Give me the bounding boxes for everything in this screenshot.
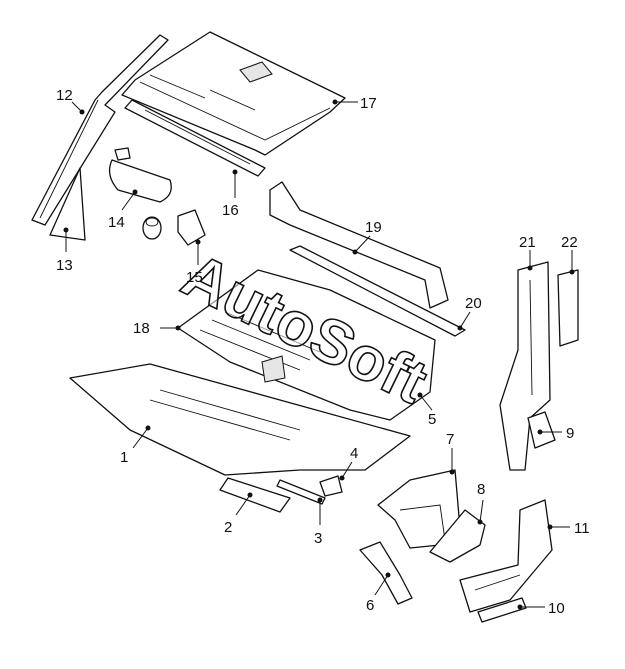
callout-5: 5 [428, 411, 436, 428]
part-trim-strip [477, 597, 527, 623]
callout-22: 22 [561, 234, 578, 251]
callout-3: 3 [314, 530, 322, 547]
callout-17: 17 [360, 95, 377, 112]
callout-20: 20 [465, 295, 482, 312]
callout-21: 21 [519, 234, 536, 251]
leader-lines [63, 99, 575, 610]
part-side-panel [49, 167, 86, 241]
callout-6: 6 [366, 597, 374, 614]
part-sun-visor [108, 147, 172, 203]
part-vertical-member [499, 261, 551, 471]
part-roof-panel [121, 31, 346, 156]
part-roof-bow [124, 99, 266, 177]
part-knob [142, 216, 162, 240]
part-load-floor [69, 363, 411, 476]
part-bracket-small [219, 475, 343, 513]
callout-2: 2 [224, 519, 232, 536]
part-small-bracket [359, 541, 413, 605]
callout-7: 7 [446, 431, 454, 448]
callout-10: 10 [548, 600, 565, 617]
callout-11: 11 [574, 520, 590, 537]
part-clip [177, 209, 206, 246]
callout-13: 13 [56, 257, 73, 274]
part-floor-panel [177, 269, 436, 421]
part-side-strip [557, 269, 579, 347]
callout-4: 4 [350, 445, 358, 462]
callout-labels: 1 2 3 4 5 6 7 8 9 10 11 12 13 14 15 16 1… [56, 87, 590, 617]
callout-1: 1 [120, 449, 128, 466]
callout-8: 8 [477, 481, 485, 498]
callout-16: 16 [222, 202, 239, 219]
callout-14: 14 [108, 214, 125, 231]
callout-19: 19 [365, 219, 382, 236]
callout-15: 15 [186, 269, 203, 286]
part-bulkhead-bar [269, 181, 466, 337]
callout-18: 18 [133, 320, 150, 337]
part-bracket-plate [429, 509, 486, 563]
callout-9: 9 [566, 425, 574, 442]
callout-12: 12 [56, 87, 73, 104]
part-pillar-trim [31, 34, 169, 226]
